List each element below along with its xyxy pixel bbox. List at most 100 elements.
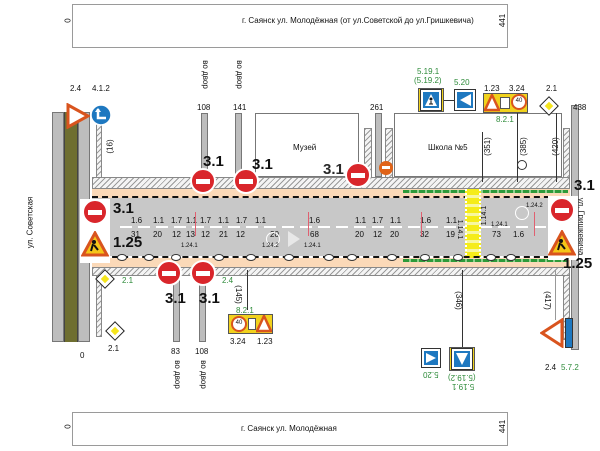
triangle-arrow-1 [288,231,300,247]
turn-arrow-circle-2 [515,206,529,220]
marking-top-8: 1.1 [255,216,267,225]
crosswalk [465,189,481,267]
marking-bottom-12: 20 [390,230,399,239]
sign-code-3-24-bottom: 3.24 [230,337,246,346]
yield-sign-icon-bottom-right [540,318,564,348]
lamp-5 [246,254,256,261]
marking-top-11: 1.7 [372,216,384,225]
footer-frame [72,412,508,446]
sign-pos-351: (351) [482,137,492,156]
museum-label: Музей [293,143,317,152]
top-hatched-strip [92,177,570,189]
driveway-bottom-83-distance: 83 [171,347,180,356]
driveway-bottom-108-distance: 108 [195,347,209,356]
no-entry-sign-icon-3 [345,162,371,188]
marking-bottom-11: 12 [373,230,382,239]
marking-top-4: 1.1 [186,216,198,225]
right-top-distance: 438 [573,103,587,112]
sign-code-3-1-right: 3.1 [574,177,595,194]
stop-line-2 [308,212,309,236]
turn-arrow-circle-1 [266,232,280,246]
school-label: Школа №5 [428,143,468,152]
marking-bottom-5: 12 [201,230,210,239]
marking-bottom-2: 20 [153,230,162,239]
sign-code-3-1-b: 3.1 [252,156,273,173]
driveway-bottom-83-label: во двор [172,360,182,389]
driveway-top-261-distance: 261 [370,103,384,112]
pedestrian-symbol-icon [517,160,527,170]
lamp-2 [144,254,154,261]
marking-top-7: 1.7 [236,216,248,225]
road-works-sign-icon-left [81,231,109,257]
marking-bottom-3: 12 [172,230,181,239]
sign-code-4-1-2: 4.1.2 [92,84,110,93]
speed-bump-sign-icon-bottom [421,348,441,368]
leader-bottom-346 [462,270,463,350]
lamp-4 [214,254,224,261]
road-works-sign-icon-right [548,230,576,256]
marking-bottom-16: 1.6 [513,230,525,239]
one-way-exit-sign-icon [565,318,573,348]
speed-limit-sign-icon-bottom: 40 [231,316,247,332]
speed-bump-sign-icon-top [454,89,476,111]
no-entry-sign-icon-right [549,197,575,223]
distance-plate-bottom [248,318,256,330]
sign-code-5-19-1-top: 5.19.1 [417,67,440,76]
left-start-km: 0 [80,351,85,360]
sign-code-5-19-2-top: (5.19.2) [414,76,442,85]
sign-code-2-4-top: 2.4 [70,84,82,93]
marking-bottom-14: 19 [446,230,455,239]
sign-code-2-4-bottom-right: 2.4 [545,363,557,372]
marking-bottom-7: 12 [236,230,245,239]
sign-pos-16: (16) [105,139,115,154]
arrow-label-2: 1.24.2 [262,243,279,249]
sign-code-3-1-bottom-2: 3.1 [199,290,220,307]
header-start-km: 0 [63,18,73,23]
footer-start-km: 0 [63,424,73,429]
sign-code-2-1-left-1: 2.1 [122,276,134,285]
bottom-fence-school [403,259,568,262]
leader-top-351 [482,132,483,182]
footer-title: г. Саянск ул. Молодёжная [241,424,337,433]
header-title: г. Саянск ул. Молодёжная (от ул.Советско… [242,16,474,25]
driveway-top-261 [375,113,382,177]
lamp-11 [453,254,463,261]
stop-line-3 [421,212,422,236]
school-hatch-left [385,128,393,178]
small-no-entry-sign-icon [379,161,393,175]
marking-bottom-15: 73 [492,230,501,239]
top-road-edge [92,196,570,198]
no-entry-sign-icon-1 [190,168,216,194]
lamp-6 [284,254,294,261]
leader-top-385 [517,113,518,182]
driveway-top-141 [235,113,242,177]
sign-code-3-1-bottom-1: 3.1 [165,290,186,307]
marking-top-12: 1.1 [390,216,402,225]
marking-top-13: 1.6 [420,216,432,225]
marking-top-9: 1.6 [309,216,321,225]
driveway-top-141-label: во двор [234,60,244,89]
sign-code-1-25-left: 1.25 [113,234,143,251]
museum-building [255,113,359,177]
no-entry-sign-icon-bottom-2 [190,260,216,286]
children-warning-sign-icon-bottom [256,315,272,333]
ped-sign-connector-top [444,100,455,101]
pedestrian-crossing-sign-icon-bottom [451,348,473,370]
sign-code-1-23-bottom: 1.23 [257,337,273,346]
top-fence-school [403,190,568,193]
sign-code-3-24-top: 3.24 [509,84,525,93]
leader-bottom-417 [555,270,556,320]
marking-top-14: 1.1 [446,216,458,225]
speed-limit-sign-icon-top: 40 [511,94,527,110]
bottom-sidewalk [92,258,570,267]
lamp-9 [387,254,397,261]
sign-code-3-1-c: 3.1 [323,161,344,178]
stop-line-1 [195,212,196,236]
arrow-label-1: 1.24.1 [181,243,198,249]
marking-top-2: 1.1 [153,216,165,225]
center-line [120,226,560,228]
marking-bottom-4: 13 [186,230,195,239]
marking-top-6: 1.1 [218,216,230,225]
marking-bottom-1: 31 [131,230,140,239]
marking-top-10: 1.1 [355,216,367,225]
